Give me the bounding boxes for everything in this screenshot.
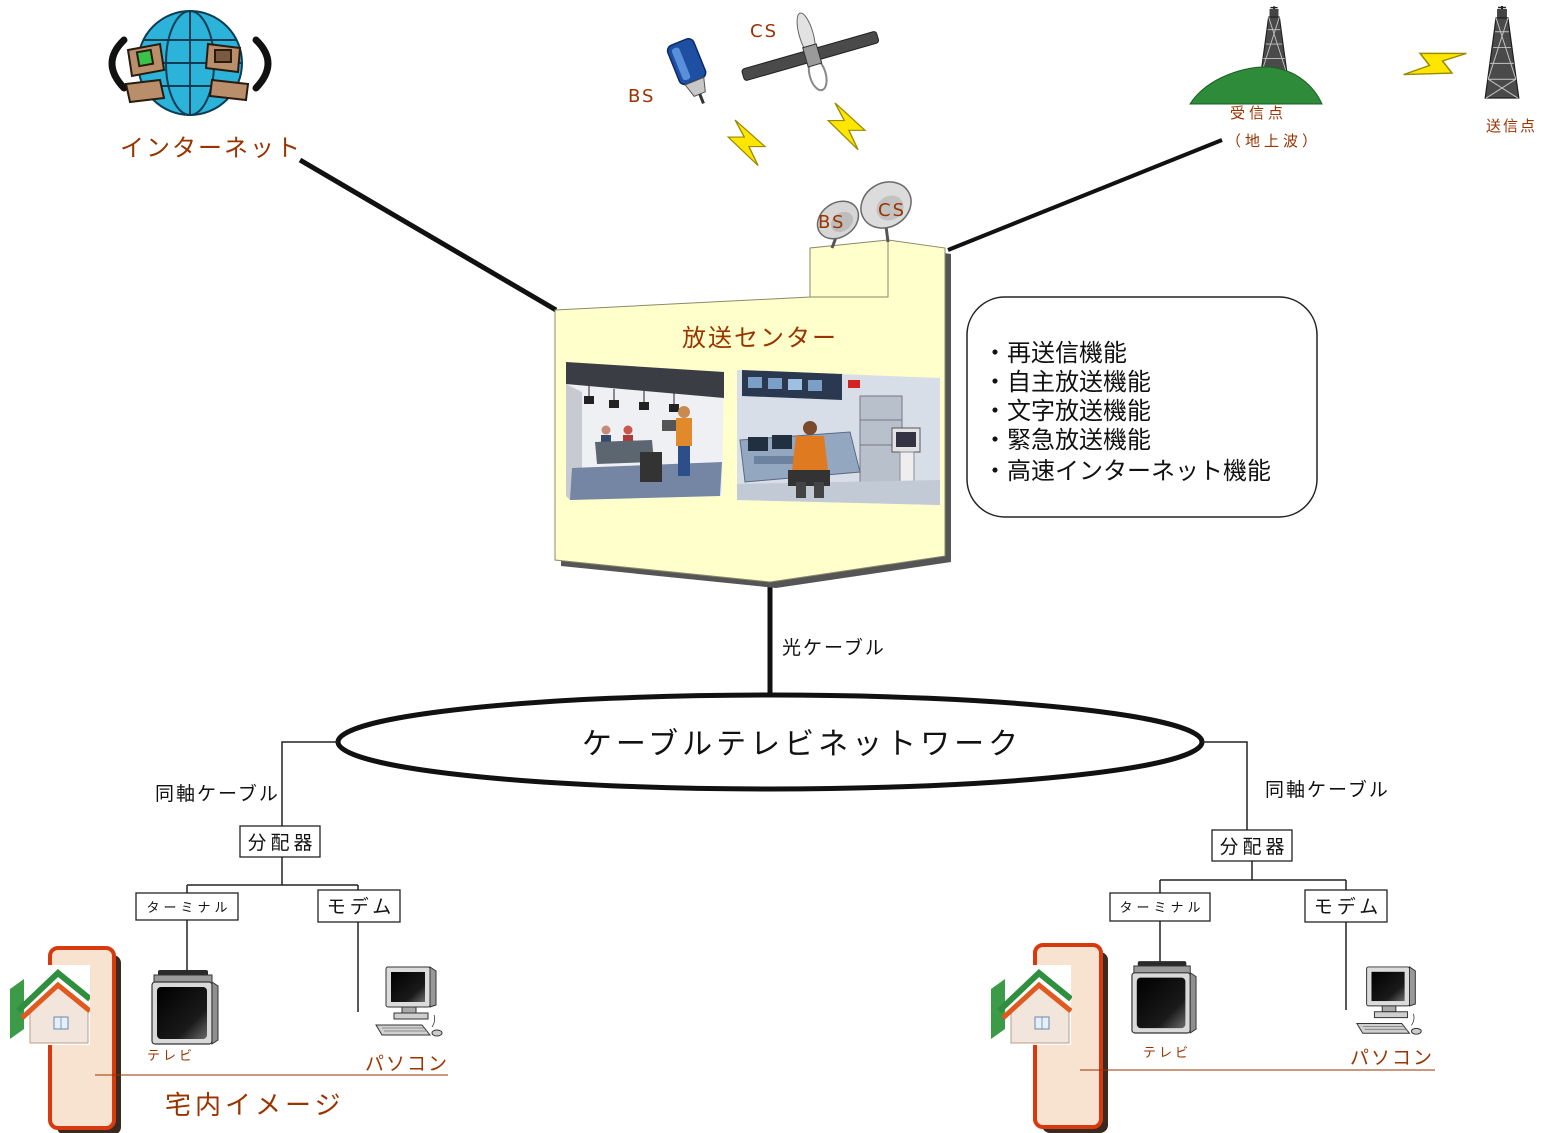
right-modem-box xyxy=(1304,889,1388,923)
left-terminal-label: ターミナル xyxy=(146,901,231,916)
right-terminal-label: ターミナル xyxy=(1119,901,1204,916)
right-pc-label: パソコン xyxy=(1350,1047,1434,1069)
pc-icon xyxy=(375,966,443,1037)
dish-cs-label: CS xyxy=(878,200,906,221)
left-splitter-box xyxy=(239,825,321,858)
right-splitter-box xyxy=(1211,829,1293,862)
pc-icon xyxy=(1356,966,1422,1035)
right-terminal-box xyxy=(1109,892,1211,922)
cs-satellite-icon xyxy=(741,12,880,92)
broadcast-center-title: 放送センター xyxy=(682,324,838,352)
transmit-point-label: 送信点 xyxy=(1486,117,1537,135)
bs-satellite-label: BS xyxy=(628,86,655,107)
tv-icon xyxy=(1131,960,1197,1034)
left-terminal-box xyxy=(135,892,239,921)
cs-satellite-label: CS xyxy=(750,21,778,42)
receive-point-label: 受信点 xyxy=(1230,104,1287,122)
globe-network-icon xyxy=(108,10,272,116)
house-icon xyxy=(991,965,1071,1045)
right-modem-label: モデム xyxy=(1314,896,1383,918)
terrestrial-link-line xyxy=(947,138,1223,252)
left-pc-label: パソコン xyxy=(365,1053,449,1075)
cable-network-label: ケーブルテレビネットワーク xyxy=(582,727,1022,762)
lightning-icon xyxy=(727,119,766,167)
function-item: ・緊急放送機能 xyxy=(983,426,1151,454)
right-coax-label: 同軸ケーブル xyxy=(1265,778,1390,801)
left-coax-wires xyxy=(186,741,359,1012)
dish-bs-label: BS xyxy=(818,212,845,233)
bs-satellite-icon xyxy=(666,38,707,104)
hill-icon xyxy=(1189,66,1323,105)
lightning-icon xyxy=(1398,30,1472,98)
studio-photo xyxy=(566,362,724,500)
home-image-label: 宅内イメージ xyxy=(165,1091,344,1121)
terrestrial-wave-label: （地上波） xyxy=(1226,132,1321,150)
internet-label: インターネット xyxy=(120,134,302,162)
function-item: ・高速インターネット機能 xyxy=(983,457,1271,485)
center-functions-box: ・再送信機能 ・自主放送機能 ・文字放送機能 ・緊急放送機能 ・高速インターネッ… xyxy=(966,296,1318,518)
right-splitter-label: 分配器 xyxy=(1219,836,1288,858)
right-tv-label: テレビ xyxy=(1143,1046,1191,1061)
right-coax-wires xyxy=(1159,741,1347,1010)
internet-link-line xyxy=(298,157,558,313)
left-tv-label: テレビ xyxy=(147,1049,195,1064)
radio-tower-icon xyxy=(1484,6,1520,100)
house-icon xyxy=(10,965,90,1045)
lightning-icon xyxy=(827,102,866,151)
function-item: ・再送信機能 xyxy=(983,339,1127,367)
left-modem-box xyxy=(317,889,401,923)
function-item: ・文字放送機能 xyxy=(983,397,1151,425)
left-modem-label: モデム xyxy=(327,896,396,918)
tv-icon xyxy=(151,970,219,1045)
left-coax-label: 同軸ケーブル xyxy=(155,782,280,805)
cs-dish-antenna-icon xyxy=(860,181,912,243)
optical-cable-label: 光ケーブル xyxy=(782,636,886,659)
function-item: ・自主放送機能 xyxy=(983,368,1151,396)
control-room-photo xyxy=(737,370,940,505)
bs-dish-antenna-icon xyxy=(816,200,860,249)
left-splitter-label: 分配器 xyxy=(247,832,316,854)
